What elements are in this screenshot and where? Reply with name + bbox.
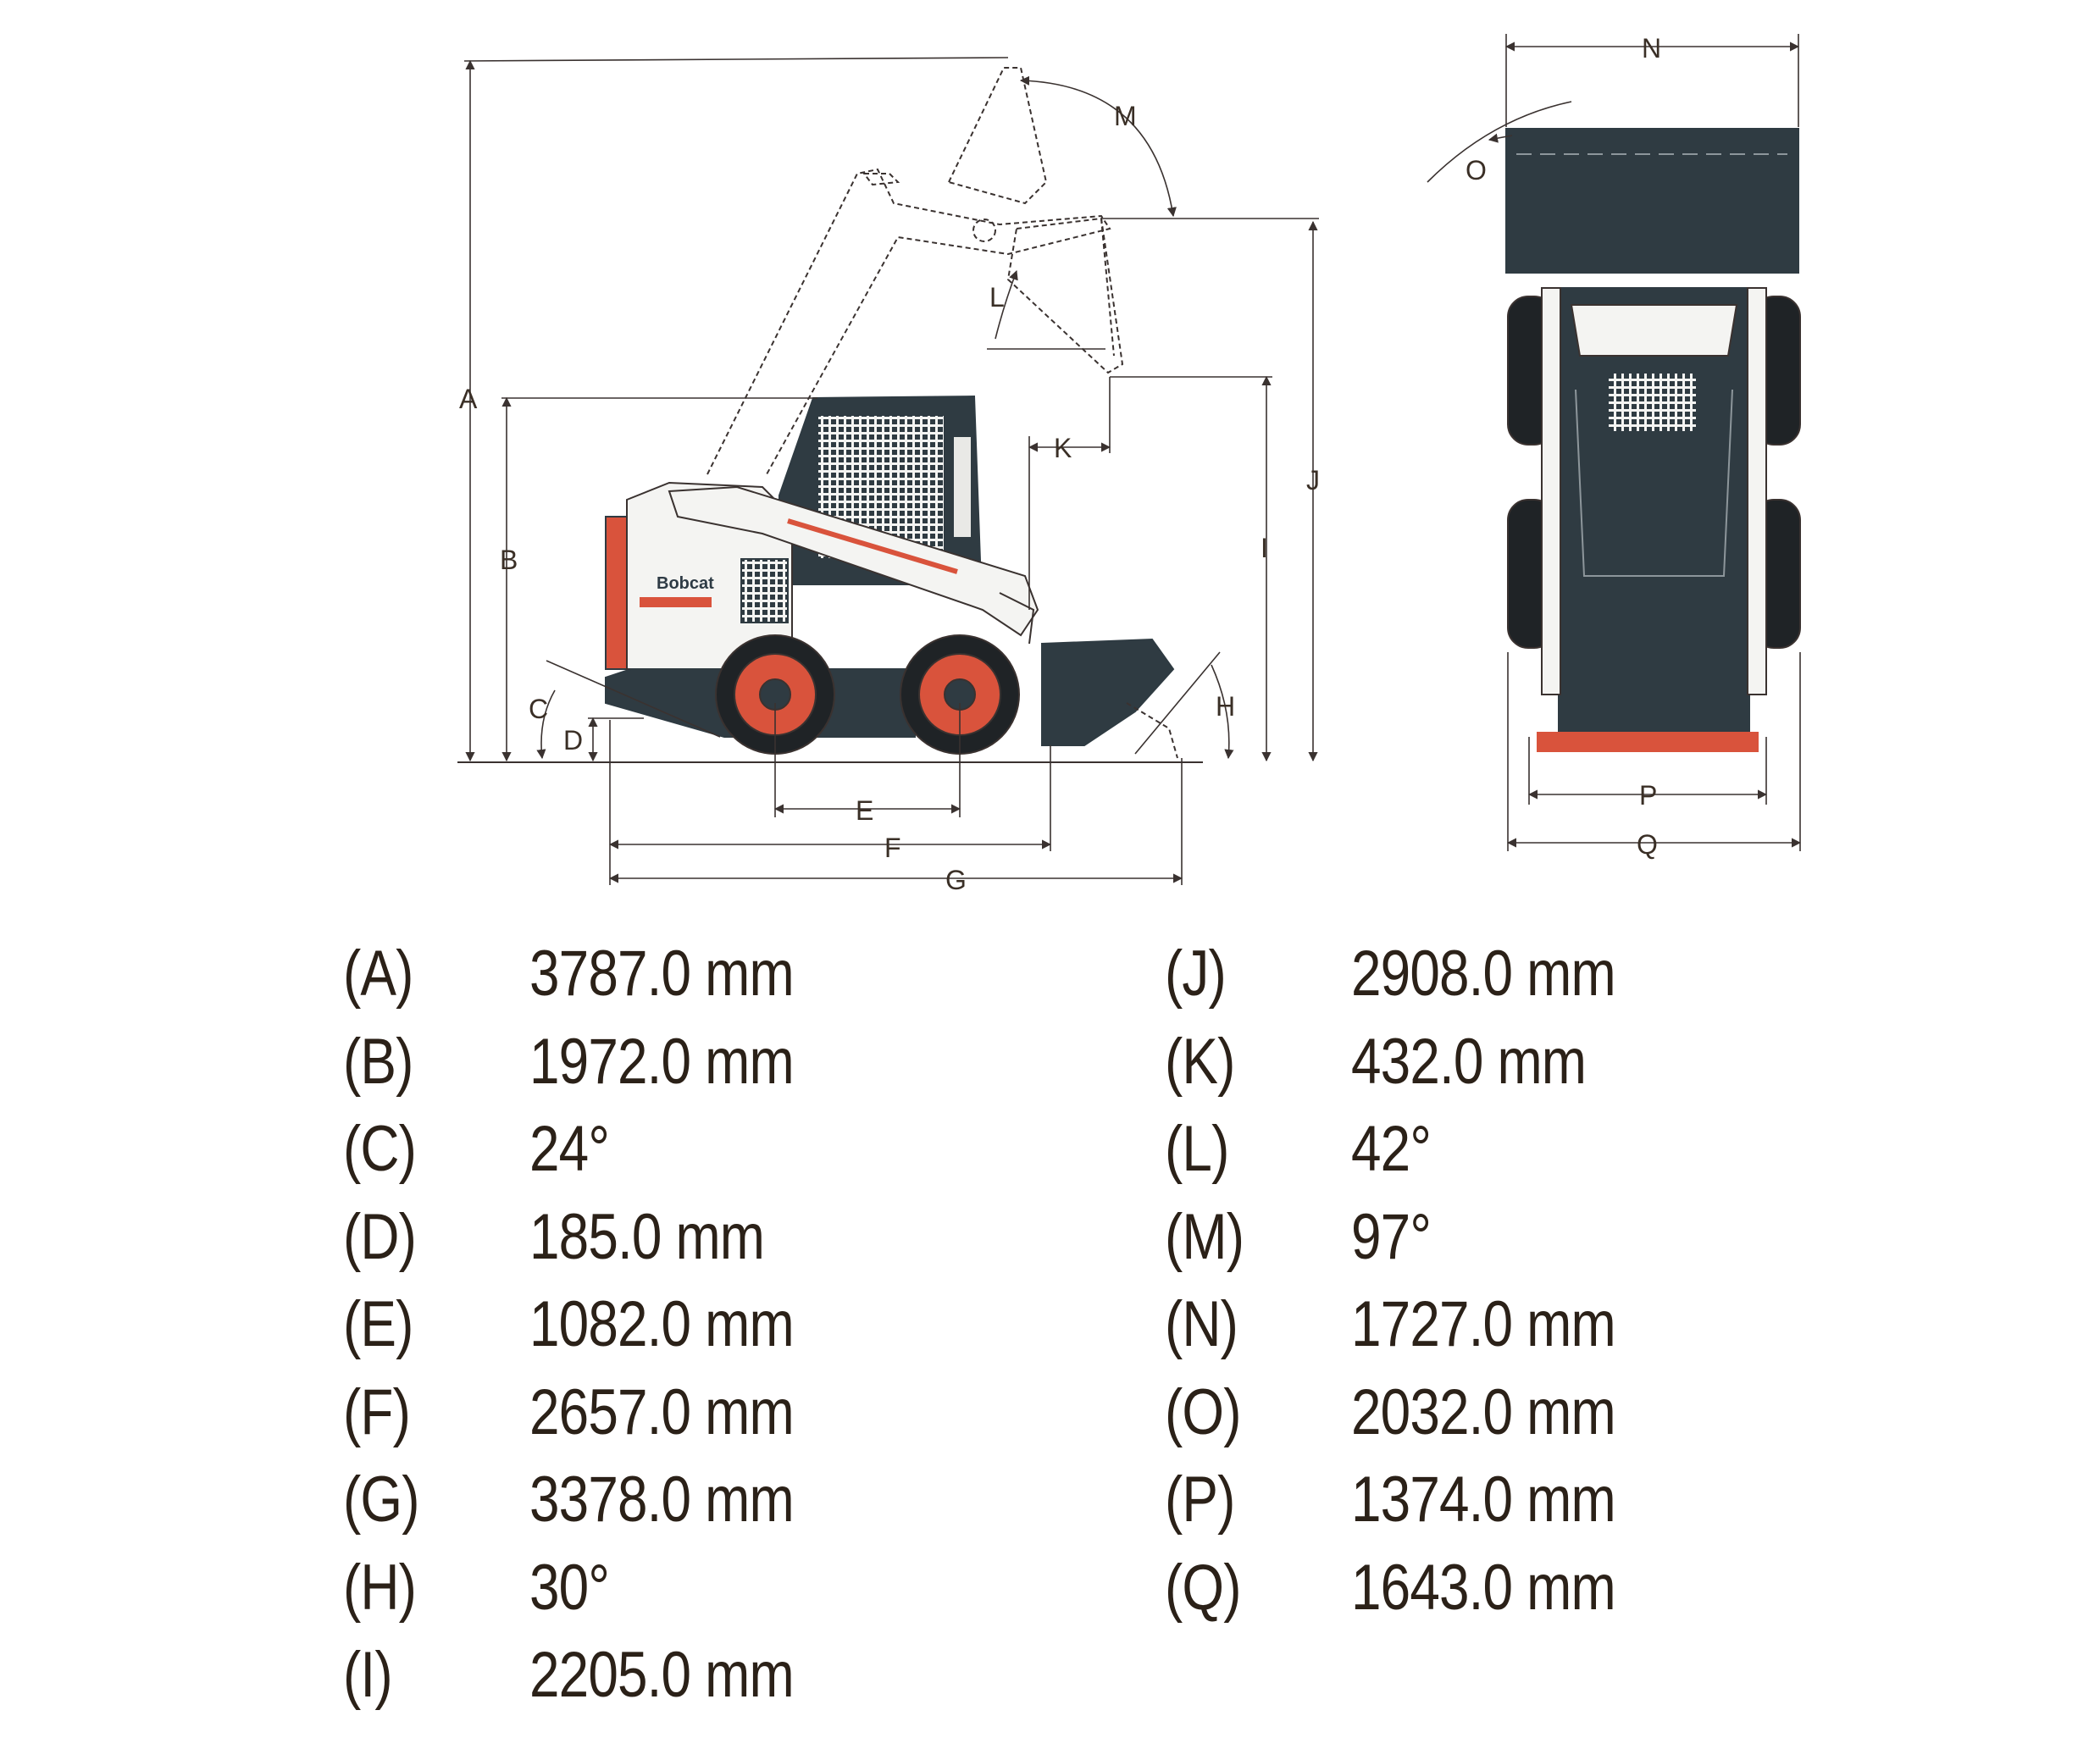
label-i: I	[1261, 533, 1268, 563]
top-bucket	[1505, 128, 1799, 274]
spec-key: (E)	[343, 1288, 413, 1360]
spec-value: 2032.0 mm	[1351, 1375, 1616, 1448]
spec-value: 3378.0 mm	[529, 1464, 795, 1536]
spec-key: (J)	[1165, 938, 1227, 1010]
rear-panel	[605, 516, 628, 670]
top-cab-screen	[1607, 372, 1698, 433]
top-body	[1558, 287, 1750, 746]
label-j: J	[1306, 465, 1320, 495]
spec-key: (C)	[343, 1113, 417, 1185]
spec-key: (Q)	[1165, 1551, 1241, 1624]
spec-value: 30°	[529, 1551, 610, 1624]
label-c: C	[529, 694, 548, 724]
spec-value: 1643.0 mm	[1351, 1551, 1616, 1624]
label-f: F	[884, 833, 901, 863]
spec-value: 3787.0 mm	[529, 938, 795, 1010]
spec-value: 1972.0 mm	[529, 1025, 795, 1098]
spec-value: 2205.0 mm	[529, 1639, 795, 1711]
spec-value: 97°	[1351, 1200, 1432, 1273]
spec-table: (A) 3787.0 mm (B) 1972.0 mm (C) 24° (D) 185.…	[0, 932, 2100, 1745]
spec-key: (L)	[1165, 1113, 1229, 1185]
label-a: A	[459, 384, 478, 414]
lowered-bucket	[1041, 638, 1175, 746]
spec-key: (D)	[343, 1200, 417, 1273]
label-e: E	[856, 795, 873, 826]
label-d: D	[563, 725, 583, 756]
top-view-labels: N O P Q	[1466, 33, 1661, 860]
top-dimension-lines	[1427, 34, 1802, 851]
top-rear-bumper	[1537, 732, 1759, 752]
spec-value: 1082.0 mm	[529, 1288, 795, 1360]
label-b: B	[500, 545, 518, 575]
spec-key: (P)	[1165, 1464, 1235, 1536]
spec-key: (H)	[343, 1551, 417, 1624]
label-p: P	[1639, 780, 1657, 811]
dimension-lines	[463, 57, 1319, 885]
rear-wheel	[900, 634, 1020, 755]
brand-logo-text: Bobcat	[657, 574, 714, 593]
front-wheel	[715, 634, 835, 755]
label-l: L	[989, 282, 1005, 313]
skid-steer-dimension-diagram: Bobcat	[457, 33, 1802, 895]
spec-key: (F)	[343, 1375, 411, 1448]
label-n: N	[1642, 33, 1661, 64]
label-m: M	[1114, 101, 1137, 131]
spec-value: 2908.0 mm	[1351, 938, 1616, 1010]
spec-value: 185.0 mm	[529, 1200, 765, 1273]
spec-key: (O)	[1165, 1375, 1241, 1448]
label-g: G	[945, 865, 967, 895]
label-h: H	[1216, 691, 1235, 722]
side-view: Bobcat	[457, 57, 1320, 895]
spec-key: (B)	[343, 1025, 413, 1098]
lift-arm	[668, 485, 1039, 645]
spec-key: (G)	[343, 1464, 419, 1536]
spec-value: 24°	[529, 1113, 610, 1185]
spec-value: 432.0 mm	[1351, 1025, 1587, 1098]
label-k: K	[1054, 433, 1072, 463]
label-q: Q	[1637, 829, 1658, 860]
spec-value: 2657.0 mm	[529, 1375, 795, 1448]
spec-key: (A)	[343, 938, 413, 1010]
spec-value: 1374.0 mm	[1351, 1464, 1616, 1536]
spec-value: 42°	[1351, 1113, 1432, 1185]
top-view: N O P Q	[1427, 33, 1802, 860]
spec-key: (M)	[1165, 1200, 1244, 1273]
side-view-labels: A B C D E F G H I J K L M	[459, 101, 1320, 895]
label-o: O	[1466, 155, 1487, 185]
spec-key: (K)	[1165, 1025, 1235, 1098]
spec-key: (I)	[343, 1639, 393, 1711]
spec-key: (N)	[1165, 1288, 1238, 1360]
spec-value: 1727.0 mm	[1351, 1288, 1616, 1360]
